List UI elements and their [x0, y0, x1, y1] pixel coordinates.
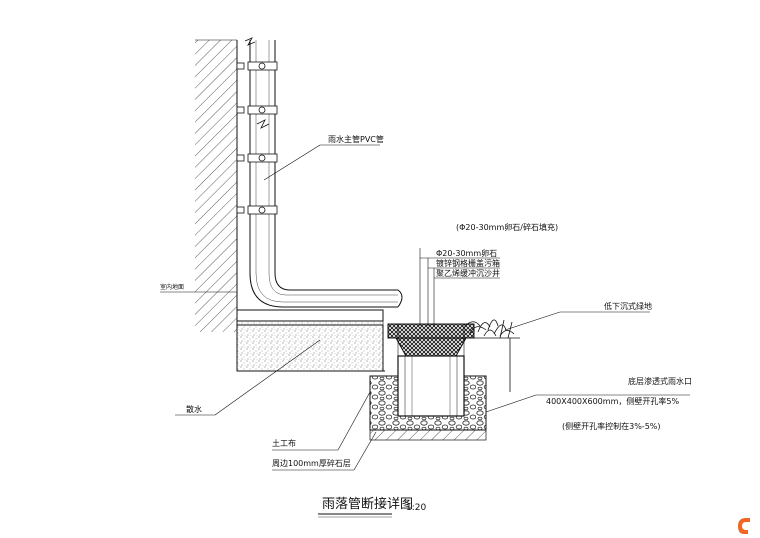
geotextile-label: 土工布 — [272, 438, 296, 448]
indoor-ground-label: 室内地面 — [160, 283, 184, 291]
downpipe — [244, 37, 403, 308]
sump-label: 聚乙烯缓冲沉沙井 — [436, 268, 500, 278]
gravel-label: Φ20-30mm卵石 — [436, 248, 497, 258]
drawing-title: 雨落管断接详图 — [322, 496, 413, 512]
drawing-scale: 1:20 — [406, 503, 426, 513]
sunken-green — [465, 319, 520, 392]
infiltration-sump — [397, 355, 465, 417]
inlet-leaders — [397, 324, 465, 376]
waterproof-label: 散水 — [186, 404, 202, 414]
grate-label: 镀锌钢格栅盖污箱 — [436, 258, 500, 268]
downpipe-label: 雨水主管PVC管 — [328, 134, 384, 144]
infiltration-inlet-label: 底层渗透式雨水口 — [628, 376, 692, 386]
sunken-green-label: 低下沉式绿地 — [604, 301, 652, 311]
splash-slab — [236, 309, 384, 372]
building-wall — [195, 39, 238, 332]
gravel-note-label: (Φ20-30mm卵石/碎石填充) — [456, 222, 558, 232]
pipe-clamps — [236, 61, 278, 215]
grate-basket — [387, 323, 475, 357]
gravel-layer-label: 周边100mm厚碎石层 — [272, 458, 351, 468]
perforation-note-label: (侧壁开孔率控制在3%-5%) — [562, 421, 661, 431]
logo-mark-icon — [738, 518, 750, 534]
inlet-size-label: 400X400X600mm，侧壁开孔率5% — [546, 396, 679, 406]
leader-lines — [160, 144, 690, 471]
